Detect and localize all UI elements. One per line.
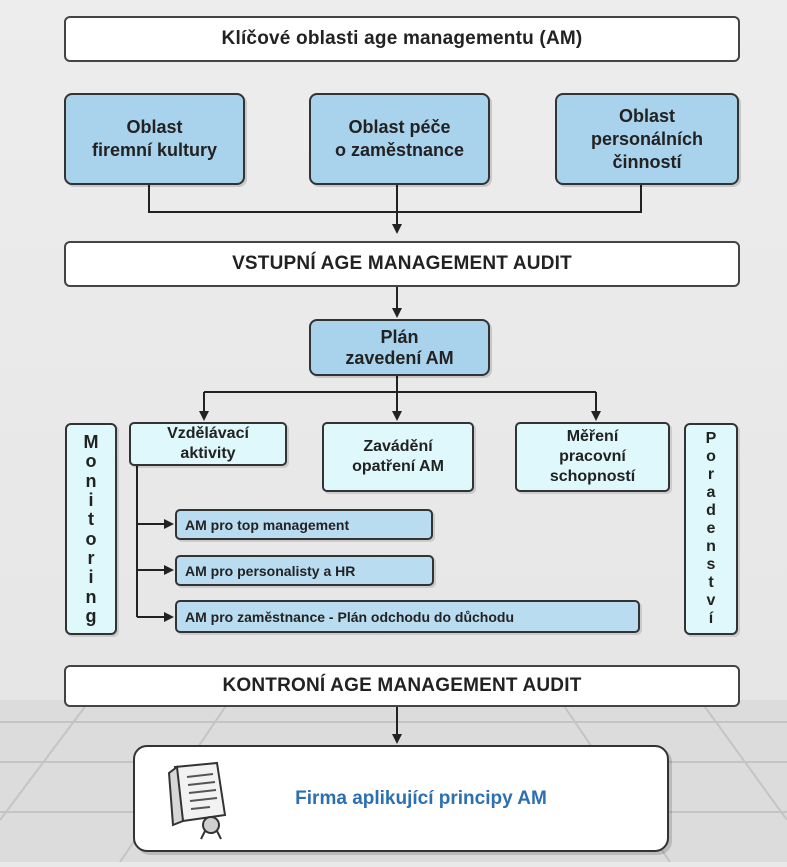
activity-box-measures: Zavádění opatření AM [322,422,474,492]
side-letter: n [85,586,97,607]
certificate-icon [167,761,227,840]
plan-box: Plán zavedení AM [309,319,490,376]
side-letter: t [708,574,714,591]
side-letter: g [85,605,97,626]
plan-line: Plán [380,326,419,347]
activity-line: pracovní [559,448,626,465]
activity-line: opatření AM [352,458,444,475]
area-box-employee-care: Oblast péče o zaměstnance [309,93,490,185]
side-letter: a [706,484,716,501]
diagram-title: Klíčové oblasti age managementu (AM) [64,16,740,62]
activity-line: schopností [549,468,636,485]
side-letter: r [87,547,95,568]
exit-audit-box: KONTRONÍ AGE MANAGEMENT AUDIT [64,665,740,707]
area-line: Oblast [126,117,183,137]
side-letter: r [707,466,715,483]
monitoring-side-box: M o n i t o r i n g [65,423,117,635]
area-box-personnel: Oblast personálních činností [555,93,739,185]
side-letter: í [708,610,714,627]
sub-item-top-management: AM pro top management [175,509,433,540]
plan-line: zavedení AM [345,347,454,368]
side-letter: d [706,502,716,519]
side-letter: n [706,538,716,555]
side-letter: i [88,567,94,588]
counseling-side-box: P o r a d e n s t v í [684,423,738,635]
activity-box-education: Vzdělávací aktivity [129,422,287,466]
activity-line: Zavádění [363,438,433,455]
sub-item-hr: AM pro personalisty a HR [175,555,434,586]
area-line: firemní kultury [91,140,218,160]
entry-audit-box: VSTUPNÍ AGE MANAGEMENT AUDIT [64,241,740,287]
side-letter: t [88,509,94,530]
activity-line: Vzdělávací [167,425,249,442]
area-line: Oblast [618,105,675,126]
sub-item-employees: AM pro zaměstnance - Plán odchodu do důc… [175,600,640,633]
side-letter: n [85,470,97,491]
activity-line: Měření [566,428,619,445]
side-letter: e [706,520,716,537]
side-letter: o [85,528,97,549]
activity-line: aktivity [180,445,236,462]
side-letter: i [88,489,94,510]
side-letter: o [85,451,97,472]
area-line: o zaměstnance [334,140,465,160]
area-line: Oblast péče [348,117,451,137]
side-letter: v [706,592,716,609]
result-label: Firma aplikující principy AM [295,787,547,809]
side-letter: M [83,432,99,452]
side-letter: s [706,556,716,573]
result-box: Firma aplikující principy AM [133,745,669,852]
side-letter: o [706,448,716,465]
area-line: činností [612,151,682,172]
area-box-culture: Oblast firemní kultury [64,93,245,185]
activity-box-work-ability: Měření pracovní schopností [515,422,670,492]
side-letter: P [705,430,717,447]
area-line: personálních [590,128,704,149]
